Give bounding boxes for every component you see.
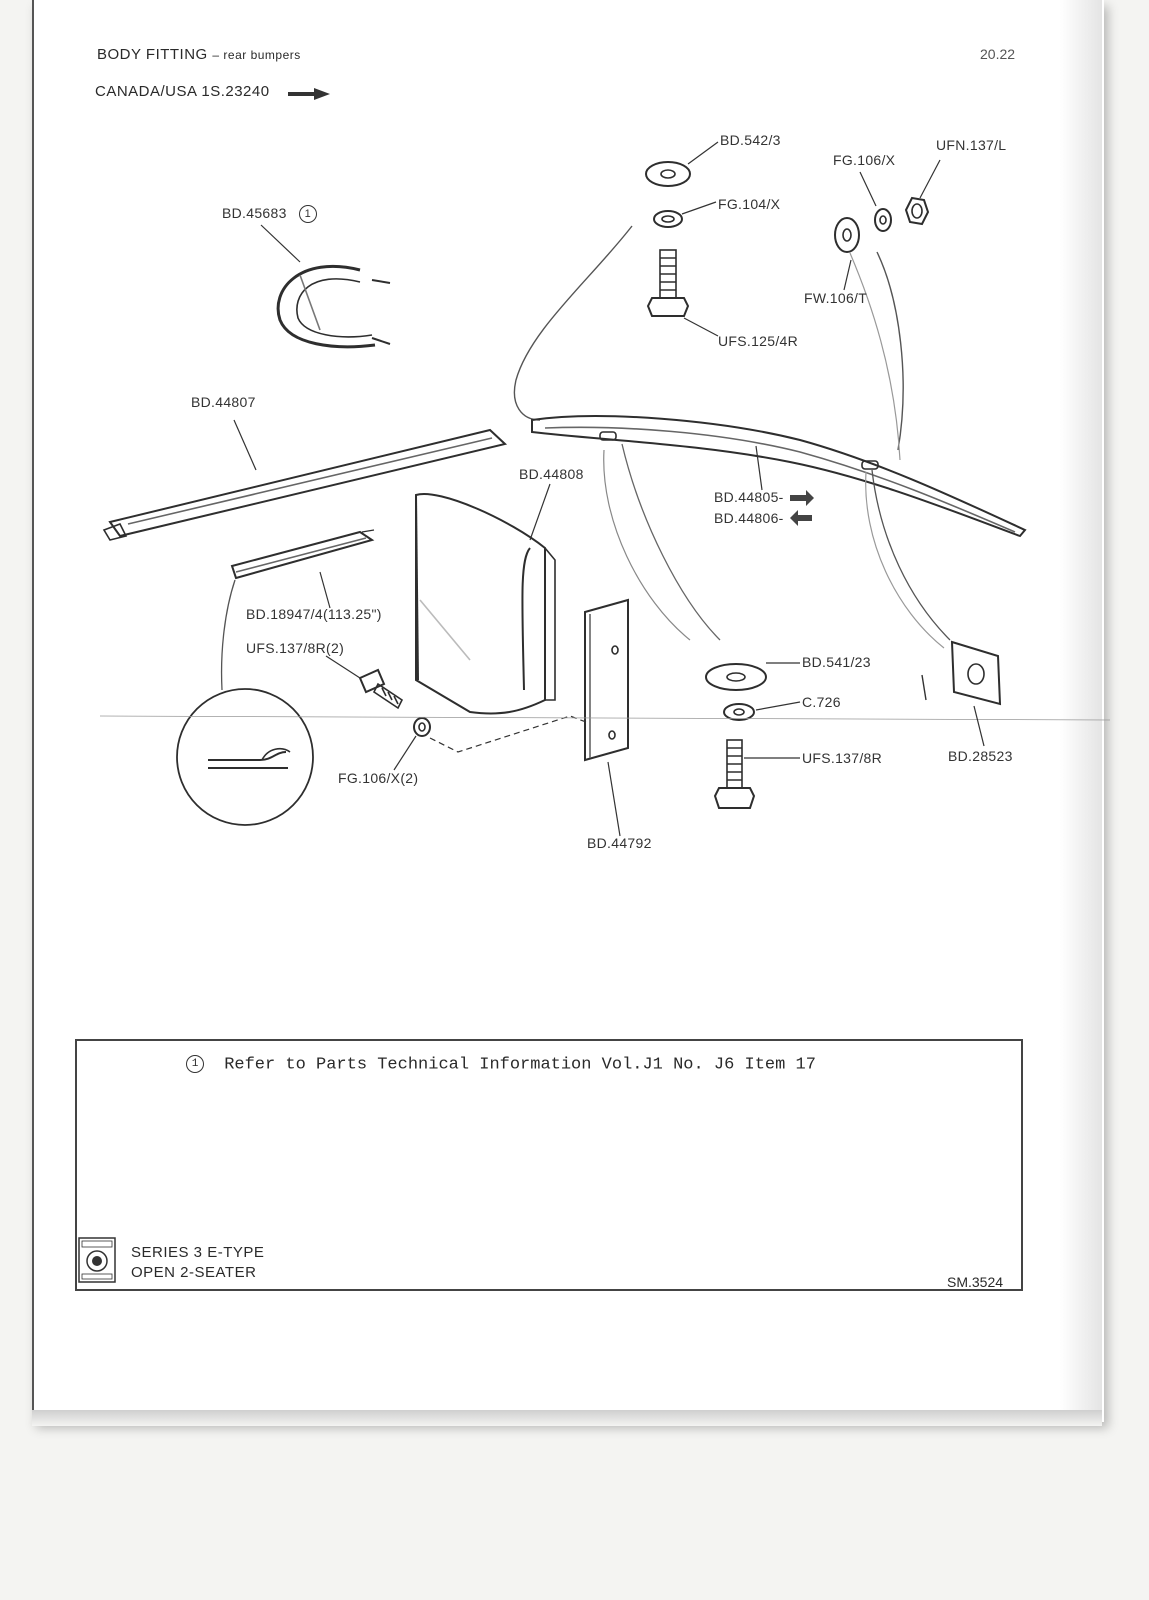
nut-plate-bd-28523 [950, 640, 1002, 706]
seal-bd-18947-4 [230, 529, 375, 580]
model-line-1: SERIES 3 E-TYPE [131, 1244, 265, 1261]
page-number: 20.22 [980, 46, 1016, 62]
label-fg-104-x: FG.104/X [718, 196, 781, 212]
british-leyland-logo [78, 1237, 116, 1283]
label-fg-106-x: FG.106/X [833, 152, 896, 168]
catalogue-page [32, 0, 1104, 1422]
label-bd-44806: BD.44806- [714, 510, 784, 526]
section-title: BODY FITTING – rear bumpers [97, 46, 301, 63]
label-fw-106-t: FW.106/T [804, 290, 868, 306]
label-bd-45683: BD.45683 1 [222, 205, 327, 224]
label-bd-44807: BD.44807 [191, 394, 256, 410]
bolt-ufs-125-4r [646, 249, 690, 317]
label-bd-44792: BD.44792 [587, 835, 652, 851]
left-arrow-icon [790, 510, 812, 526]
label-bd-28523: BD.28523 [948, 748, 1013, 764]
label-ufs-125-4r: UFS.125/4R [718, 333, 799, 349]
label-bd-45683-text: BD.45683 [222, 205, 287, 221]
washer-fg-106-x [874, 208, 892, 232]
leader-lines [233, 141, 985, 837]
label-bd-44808: BD.44808 [519, 466, 584, 482]
clip-bd-45683 [276, 264, 391, 349]
nut-ufn-137-l [904, 196, 930, 226]
market-line-text: CANADA/USA 1S.23240 [95, 83, 270, 100]
note-ref-marker: 1 [186, 1055, 204, 1073]
page-edge-shade [1060, 0, 1102, 1422]
notes-box [75, 1039, 1023, 1291]
sheet-code: SM.3524 [947, 1274, 1004, 1290]
washer-fg-104-x [653, 210, 683, 228]
washer-bd-541-23 [705, 663, 767, 691]
right-arrow-icon [790, 490, 814, 506]
bolt-ufs-137-8r [713, 739, 756, 809]
ref-marker: 1 [298, 205, 317, 224]
label-fg-106-x-2: FG.106/X(2) [338, 770, 419, 786]
label-ufs-137-8r-2: UFS.137/8R(2) [246, 640, 345, 656]
washer-bd-542-3 [645, 161, 691, 187]
washer-fg-106-x-2 [413, 717, 431, 737]
finisher-bd-44807 [102, 428, 508, 541]
section-title-text: BODY FITTING [97, 46, 208, 63]
bracket-bd-44792 [584, 598, 629, 762]
reference-note: 1 Refer to Parts Technical Information V… [186, 1055, 816, 1074]
label-c-726: C.726 [802, 694, 841, 710]
label-bd-18947-4: BD.18947/4(113.25") [246, 606, 382, 622]
washer-fw-106-t [834, 217, 860, 253]
label-bd-44805: BD.44805- [714, 489, 784, 505]
lockwasher-c-726 [723, 703, 755, 721]
bumper-blade-bd-44805 [531, 415, 1027, 538]
label-bd-541-23: BD.541/23 [802, 654, 871, 670]
label-ufn-137-l: UFN.137/L [936, 137, 1007, 153]
label-bd-542-3: BD.542/3 [720, 132, 781, 148]
page-bottom-shadow [32, 1410, 1102, 1426]
section-subtitle: – rear bumpers [212, 48, 301, 62]
reference-note-text: Refer to Parts Technical Information Vol… [224, 1055, 816, 1075]
seal-profile-detail [176, 579, 314, 826]
model-line-2: OPEN 2-SEATER [131, 1264, 257, 1281]
label-ufs-137-8r: UFS.137/8R [802, 750, 883, 766]
market-line: CANADA/USA 1S.23240 [95, 83, 270, 100]
overrider-bd-44808 [415, 493, 556, 715]
bolt-ufs-137-8r-2 [358, 668, 404, 710]
